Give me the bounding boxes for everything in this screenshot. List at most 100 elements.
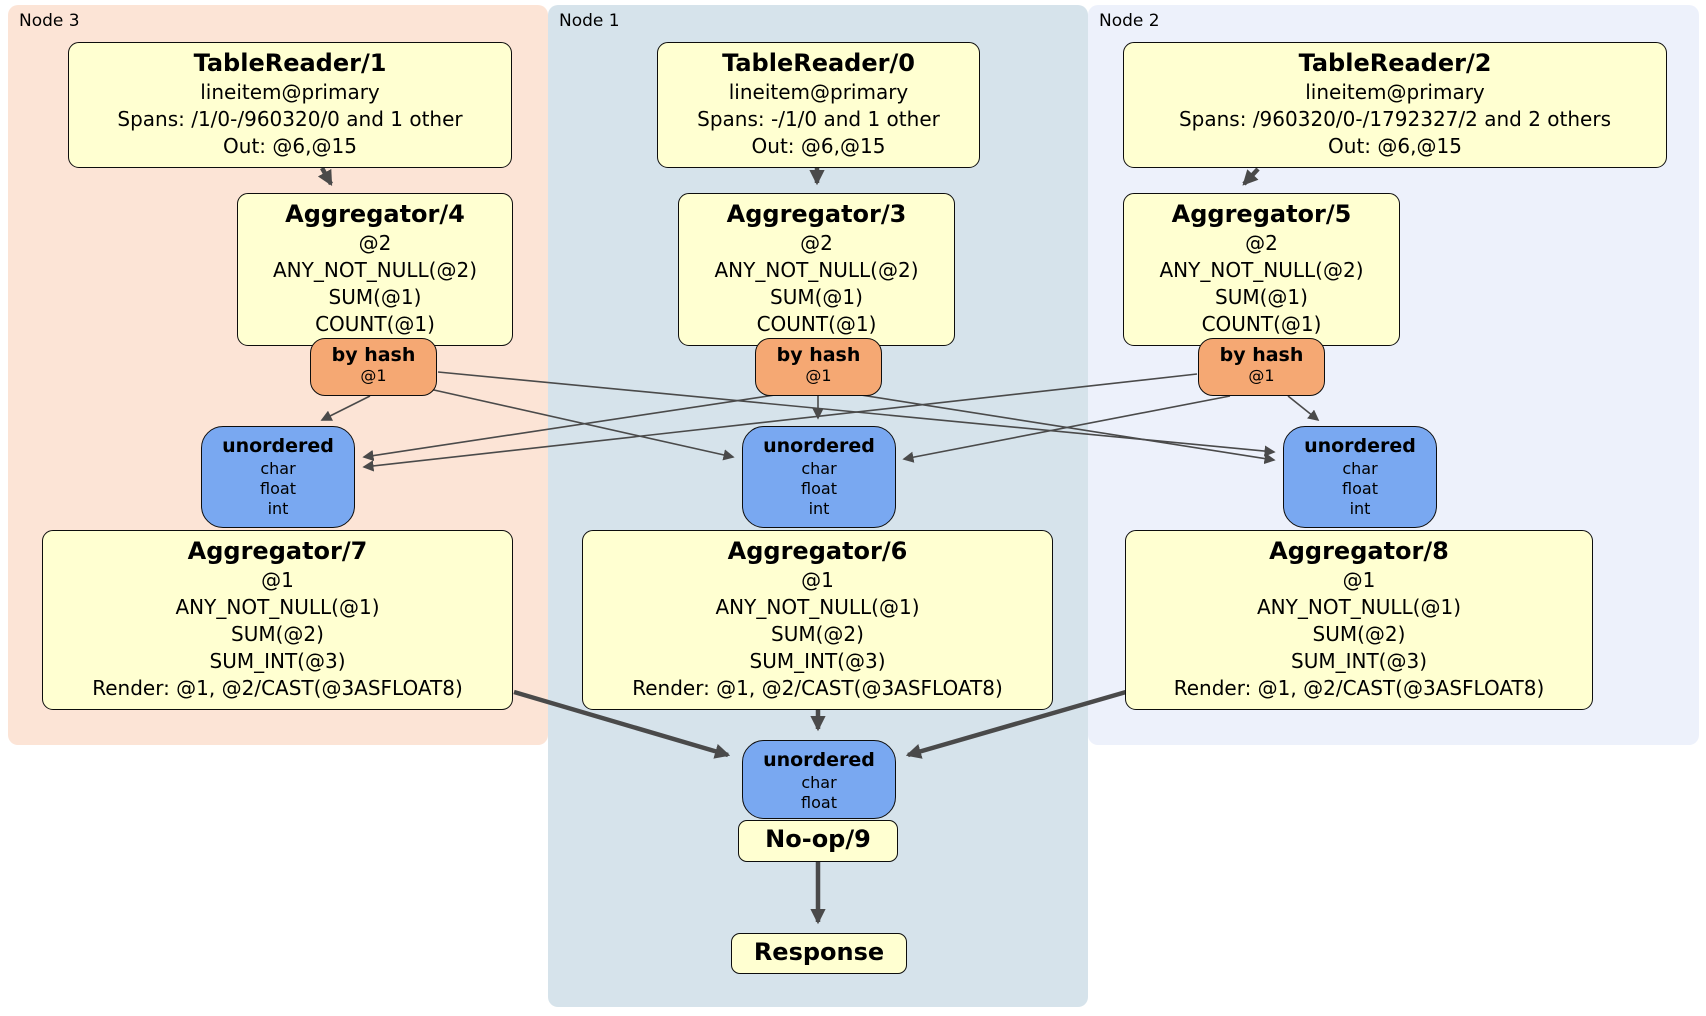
aggregator-5-title: Aggregator/5 bbox=[1171, 200, 1352, 228]
aggregator-8-box: Aggregator/8 @1 ANY_NOT_NULL(@1) SUM(@2)… bbox=[1125, 530, 1593, 710]
node1-label: Node 1 bbox=[559, 11, 620, 31]
hash-router-node1-title: by hash bbox=[776, 344, 861, 366]
aggregator-5-group: @2 bbox=[1245, 231, 1278, 255]
tablereader-1-index: lineitem@primary bbox=[200, 80, 380, 104]
tablereader-2-index: lineitem@primary bbox=[1305, 80, 1485, 104]
tablereader-2-out: Out: @6,@15 bbox=[1328, 134, 1462, 158]
hash-router-node1: by hash @1 bbox=[755, 338, 882, 396]
aggregator-8-title: Aggregator/8 bbox=[1269, 537, 1449, 565]
aggregator-6-fn2: SUM(@2) bbox=[771, 622, 864, 646]
aggregator-3-box: Aggregator/3 @2 ANY_NOT_NULL(@2) SUM(@1)… bbox=[678, 193, 955, 346]
aggregator-8-fn2: SUM(@2) bbox=[1312, 622, 1406, 646]
aggregator-3-group: @2 bbox=[800, 231, 833, 255]
hash-router-node2-cols: @1 bbox=[1248, 366, 1275, 385]
aggregator-3-fn1: ANY_NOT_NULL(@2) bbox=[714, 258, 919, 282]
noop-title: No-op/9 bbox=[765, 825, 871, 853]
sync-unordered-node3: unordered char float int bbox=[201, 426, 355, 528]
edge-hash1-sync2 bbox=[847, 392, 1276, 465]
edge-agg8-syncfinal bbox=[905, 689, 1127, 759]
edge-hash1-sync3 bbox=[362, 392, 789, 462]
aggregator-7-box: Aggregator/7 @1 ANY_NOT_NULL(@1) SUM(@2)… bbox=[42, 530, 513, 710]
aggregator-6-fn1: ANY_NOT_NULL(@1) bbox=[715, 595, 920, 619]
aggregator-8-render: Render: @1, @2/CAST(@3ASFLOAT8) bbox=[1173, 676, 1545, 700]
sync-final-col1: char bbox=[801, 773, 837, 792]
aggregator-5-box: Aggregator/5 @2 ANY_NOT_NULL(@2) SUM(@1)… bbox=[1123, 193, 1400, 346]
sync-node1-col2: float bbox=[801, 479, 837, 498]
sync-node2-col1: char bbox=[1342, 459, 1378, 478]
tablereader-1-out: Out: @6,@15 bbox=[223, 134, 357, 158]
edge-tr1-agg4 bbox=[317, 166, 333, 187]
aggregator-8-fn1: ANY_NOT_NULL(@1) bbox=[1257, 595, 1461, 619]
edge-hash3-sync3 bbox=[320, 395, 371, 421]
hash-router-node2-title: by hash bbox=[1219, 344, 1304, 366]
aggregator-5-fn1: ANY_NOT_NULL(@2) bbox=[1159, 258, 1364, 282]
edge-tr2-agg5 bbox=[1242, 167, 1260, 186]
sync-node1-col1: char bbox=[801, 459, 837, 478]
edge-hash2-sync2 bbox=[1287, 395, 1320, 422]
aggregator-7-fn1: ANY_NOT_NULL(@1) bbox=[175, 595, 380, 619]
aggregator-7-fn3: SUM_INT(@3) bbox=[209, 649, 346, 673]
sync-node1-col3: int bbox=[808, 499, 830, 518]
response-title: Response bbox=[753, 938, 885, 966]
tablereader-0-spans: Spans: -/1/0 and 1 other bbox=[697, 107, 940, 131]
aggregator-4-box: Aggregator/4 @2 ANY_NOT_NULL(@2) SUM(@1)… bbox=[237, 193, 513, 346]
node2-label: Node 2 bbox=[1099, 11, 1160, 31]
edge-agg7-syncfinal bbox=[513, 689, 731, 759]
tablereader-0-title: TableReader/0 bbox=[722, 49, 915, 77]
tablereader-0-index: lineitem@primary bbox=[728, 80, 909, 104]
tablereader-1-title: TableReader/1 bbox=[193, 49, 387, 77]
aggregator-4-group: @2 bbox=[358, 231, 392, 255]
aggregator-6-render: Render: @1, @2/CAST(@3ASFLOAT8) bbox=[632, 676, 1003, 700]
sync-node3-col1: char bbox=[260, 459, 296, 478]
sync-unordered-final: unordered char float bbox=[742, 740, 896, 819]
tablereader-2-box: TableReader/2 lineitem@primary Spans: /9… bbox=[1123, 42, 1667, 168]
aggregator-8-group: @1 bbox=[1342, 568, 1376, 592]
sync-node3-col3: int bbox=[267, 499, 289, 518]
tablereader-0-out: Out: @6,@15 bbox=[751, 134, 886, 158]
aggregator-7-group: @1 bbox=[261, 568, 294, 592]
sync-unordered-node1: unordered char float int bbox=[742, 426, 896, 528]
tablereader-1-box: TableReader/1 lineitem@primary Spans: /1… bbox=[68, 42, 512, 168]
hash-router-node3-cols: @1 bbox=[360, 366, 387, 385]
sync-node3-col2: float bbox=[260, 479, 296, 498]
tablereader-0-box: TableReader/0 lineitem@primary Spans: -/… bbox=[657, 42, 980, 168]
sync-unordered-node2: unordered char float int bbox=[1283, 426, 1437, 528]
sync-unordered-node3-title: unordered bbox=[222, 435, 334, 457]
node3-label: Node 3 bbox=[19, 11, 80, 31]
hash-router-node1-cols: @1 bbox=[805, 366, 832, 385]
response-box: Response bbox=[731, 933, 907, 974]
aggregator-6-group: @1 bbox=[801, 568, 834, 592]
sync-node2-col3: int bbox=[1349, 499, 1371, 518]
sync-unordered-final-title: unordered bbox=[763, 749, 875, 771]
hash-router-node3-title: by hash bbox=[331, 344, 416, 366]
aggregator-3-title: Aggregator/3 bbox=[726, 200, 907, 228]
aggregator-6-box: Aggregator/6 @1 ANY_NOT_NULL(@1) SUM(@2)… bbox=[582, 530, 1053, 710]
sync-unordered-node2-title: unordered bbox=[1304, 435, 1416, 457]
edge-hash3-sync1 bbox=[424, 387, 735, 461]
hash-router-node3: by hash @1 bbox=[310, 338, 437, 396]
aggregator-3-fn2: SUM(@1) bbox=[770, 285, 863, 309]
aggregator-4-fn1: ANY_NOT_NULL(@2) bbox=[273, 258, 477, 282]
aggregator-7-title: Aggregator/7 bbox=[187, 537, 368, 565]
sync-final-col2: float bbox=[801, 793, 837, 812]
aggregator-4-fn3: COUNT(@1) bbox=[315, 312, 435, 336]
aggregator-3-fn3: COUNT(@1) bbox=[756, 312, 877, 336]
tablereader-2-spans: Spans: /960320/0-/1792327/2 and 2 others bbox=[1178, 107, 1611, 131]
aggregator-6-fn3: SUM_INT(@3) bbox=[749, 649, 886, 673]
sync-node2-col2: float bbox=[1342, 479, 1378, 498]
hash-router-node2: by hash @1 bbox=[1198, 338, 1325, 396]
aggregator-5-fn3: COUNT(@1) bbox=[1201, 312, 1322, 336]
aggregator-5-fn2: SUM(@1) bbox=[1215, 285, 1308, 309]
sync-unordered-node1-title: unordered bbox=[763, 435, 875, 457]
aggregator-7-fn2: SUM(@2) bbox=[231, 622, 324, 646]
edge-hash2-sync1 bbox=[902, 395, 1231, 463]
aggregator-7-render: Render: @1, @2/CAST(@3ASFLOAT8) bbox=[92, 676, 463, 700]
aggregator-8-fn3: SUM_INT(@3) bbox=[1291, 649, 1427, 673]
aggregator-4-fn2: SUM(@1) bbox=[328, 285, 422, 309]
edge-hash2-sync3 bbox=[362, 373, 1198, 472]
noop-box: No-op/9 bbox=[738, 820, 898, 862]
tablereader-2-title: TableReader/2 bbox=[1298, 49, 1492, 77]
tablereader-1-spans: Spans: /1/0-/960320/0 and 1 other bbox=[117, 107, 463, 131]
